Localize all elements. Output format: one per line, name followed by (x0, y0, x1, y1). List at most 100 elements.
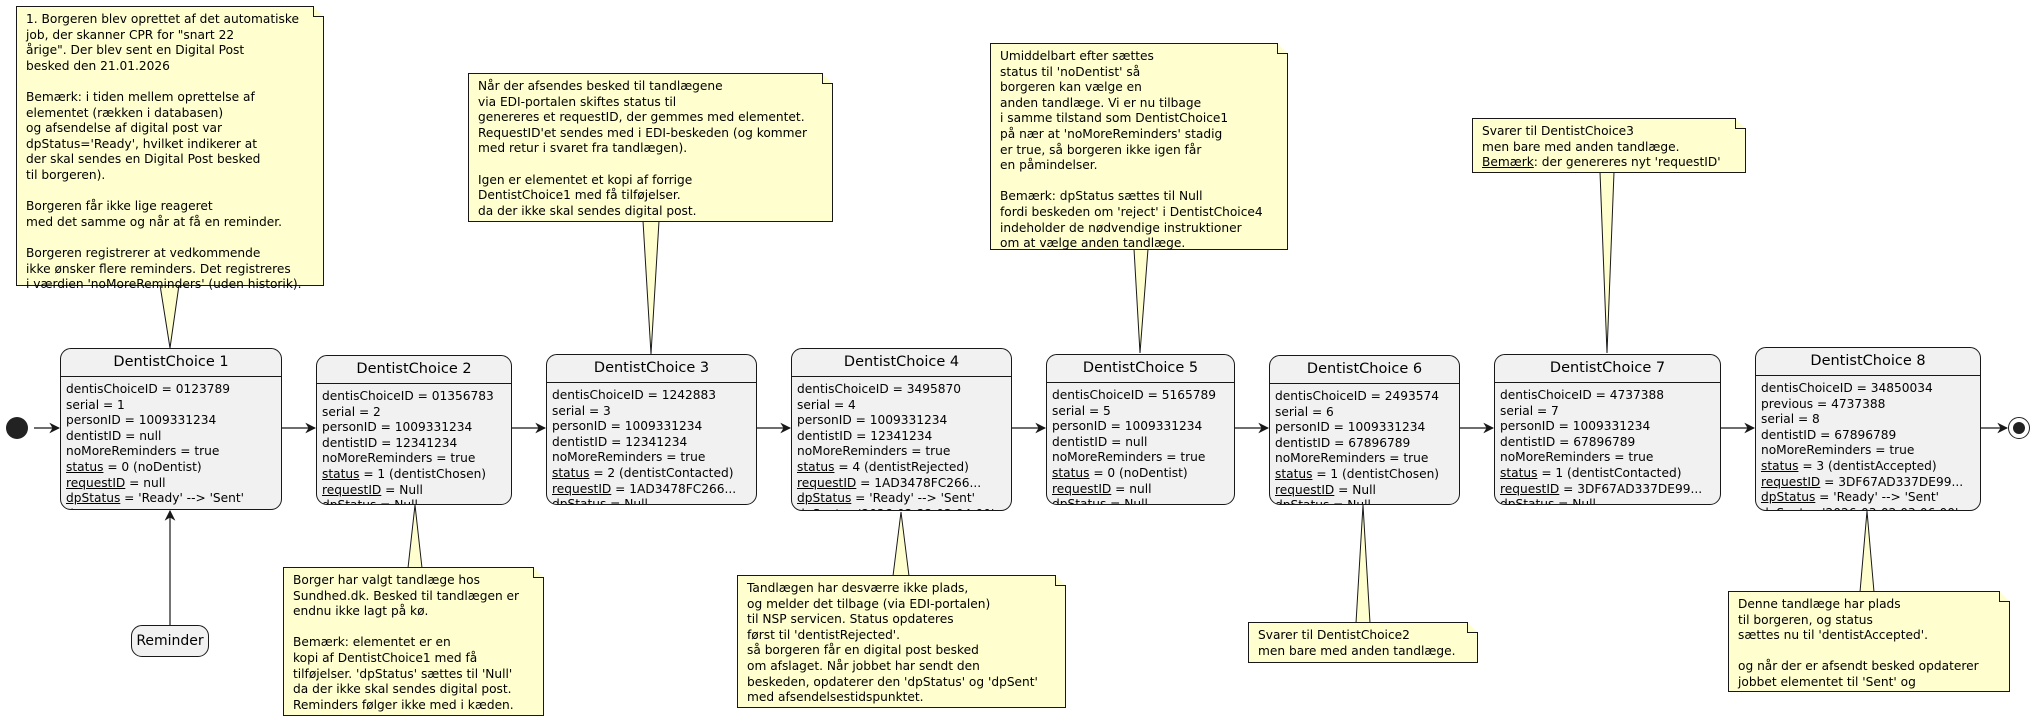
line-text: en påmindelser. (1000, 158, 1098, 173)
note-line (478, 157, 823, 173)
line-text: serial = 2 (322, 404, 381, 419)
note-line: genereres et requestID, der gemmes med e… (478, 110, 823, 126)
state-dentistchoice-6: DentistChoice 6 dentisChoiceID = 2493574… (1269, 355, 1460, 505)
underlined-key: status (552, 465, 590, 480)
line-text: Reminders følger ikke med i kæden. (293, 697, 514, 712)
state-attribute-line: status = 1 (dentistChosen) (1275, 467, 1454, 483)
line-text: RequestID'et sendes med i EDI-beskeden (… (478, 125, 808, 140)
line-text: dentistID = 12341234 (322, 435, 458, 450)
state-attribute-line: serial = 1 (66, 398, 276, 414)
note-line: med afsendelsestidspunktet. (747, 690, 1056, 706)
state-dentistchoice-2: DentistChoice 2 dentisChoiceID = 0135678… (316, 355, 512, 505)
underlined-key: requestID (322, 482, 382, 497)
line-text: personID = 1009331234 (797, 413, 948, 428)
note-connector-n1 (159, 284, 180, 349)
underlined-key: status (1052, 465, 1090, 480)
line-text: serial = 8 (1761, 412, 1820, 427)
line-text: = 4 (dentistRejected) (834, 459, 969, 474)
note-line: 1. Borgeren blev oprettet af det automat… (26, 12, 314, 28)
state-title: DentistChoice 7 (1495, 355, 1720, 383)
underlined-key: status (1275, 466, 1313, 481)
state-attribute-line: requestID = Null (322, 483, 506, 499)
note-line: elementet (rækken i databasen) (26, 106, 314, 122)
note-line: Igen er elementet et kopi af forrige (478, 173, 823, 189)
state-attribute-line: serial = 8 (1761, 412, 1975, 428)
line-text: = 3DF67AD337DE99... (1559, 481, 1703, 496)
state-attribute-line: noMoreReminders = true (1500, 450, 1715, 466)
note-line: fordi beskeden om 'reject' i DentistChoi… (1000, 205, 1278, 221)
note-dentistchoice-1: 1. Borgeren blev oprettet af det automat… (16, 6, 324, 291)
line-text: Bemærk: dpStatus sættes til Null (1000, 189, 1203, 204)
note-line: i samme tilstand som DentistChoice1 (1000, 111, 1278, 127)
state-title: DentistChoice 2 (317, 356, 511, 384)
state-attribute-line: status = 0 (noDentist) (66, 460, 276, 476)
state-attribute-line: status = 2 (dentistContacted) (552, 466, 751, 482)
state-attribute-line: serial = 4 (797, 398, 1006, 414)
underlined-key: dpStatus (1761, 490, 1816, 505)
note-line: Bemærk: elementet er en (293, 635, 534, 651)
line-text: dentistID = 67896789 (1275, 435, 1411, 450)
state-attribute-line: personID = 1009331234 (322, 420, 506, 436)
state-attribute-line: previous = 4737388 (1761, 397, 1975, 413)
line-text: på nær at 'noMoreReminders' stadig (1000, 126, 1223, 141)
note-line: om at vælge anden tandlæge. (1000, 236, 1278, 252)
line-text: dentistID = 67896789 (1761, 427, 1897, 442)
line-text: dentisChoiceID = 01356783 (322, 389, 494, 403)
line-text: = Null (381, 482, 423, 497)
note-line: der skal sendes en Digital Post besked (26, 152, 314, 168)
state-attribute-line: dentisChoiceID = 4737388 (1500, 388, 1715, 404)
line-text: ikke ønsker flere reminders. Det registr… (26, 261, 291, 276)
note-line: Bemærk: i tiden mellem oprettelse af (26, 90, 314, 106)
state-attribute-line: noMoreReminders = true (1052, 450, 1229, 466)
note-line: er true, så borgeren ikke igen får (1000, 143, 1278, 159)
state-title: DentistChoice 6 (1270, 356, 1459, 384)
state-title: DentistChoice 1 (61, 349, 281, 377)
line-text: dentisChoiceID = 2493574 (1275, 389, 1439, 403)
line-text: = '2026-03-02 03:06:00' (1804, 506, 1958, 510)
line-text: dentisChoiceID = 0123789 (66, 382, 230, 396)
line-text: status til 'noDentist' så (1000, 64, 1141, 79)
line-text: noMoreReminders = true (552, 450, 706, 465)
state-attribute-line: requestID = null (1052, 482, 1229, 498)
state-attribute-line: status = 3 (dentistAccepted) (1761, 459, 1975, 475)
reminder-state: Reminder (131, 625, 209, 657)
note-line: årige". Der blev sent en Digital Post (26, 43, 314, 59)
line-text: Borgeren får ikke lige reageret (26, 199, 213, 214)
line-text: noMoreReminders = true (1052, 450, 1206, 465)
line-text: noMoreReminders = true (1761, 443, 1915, 458)
note-line: Borgeren får ikke lige reageret (26, 199, 314, 215)
line-text: dentisChoiceID = 34850034 (1761, 381, 1933, 395)
line-text: = 'Ready' --> 'Sent' (1815, 490, 1940, 505)
line-text: Borgeren registrerer at vedkommende (26, 245, 261, 260)
line-text: noMoreReminders = true (1500, 450, 1654, 465)
line-text: = Null (1334, 482, 1376, 497)
note-line: jobbet elementet til 'Sent' og (1738, 675, 2000, 691)
line-text: dentistID = 12341234 (552, 434, 688, 449)
state-attribute-line: noMoreReminders = true (1275, 451, 1454, 467)
note-connector-n8 (1859, 510, 1875, 593)
state-attribute-line: requestID = 1AD3478FC266... (552, 482, 751, 498)
line-text: serial = 5 (1052, 403, 1111, 418)
note-line: sættes nu til 'dentistAccepted'. (1738, 628, 2000, 644)
underlined-key: requestID (1052, 481, 1112, 496)
note-line (1000, 174, 1278, 190)
line-text: noMoreReminders = true (1275, 451, 1429, 466)
underlined-key: requestID (66, 475, 126, 490)
line-text: = null (1111, 481, 1152, 496)
note-line: DentistChoice1 med få tilføjelser. (478, 188, 823, 204)
note-line: endnu ikke lagt på kø. (293, 604, 534, 620)
state-attribute-line: dentistID = 67896789 (1761, 428, 1975, 444)
note-line: via EDI-portalen skiftes status til (478, 95, 823, 111)
line-text: tilføjelser. 'dpStatus' sættes til 'Null… (293, 666, 513, 681)
line-text: borgeren kan vælge en (1000, 80, 1142, 95)
line-text: om afslaget. Når jobbet har sendt den (747, 658, 980, 673)
line-text: Når der afsendes besked til tandlægene (478, 79, 723, 93)
line-text: Sundhed.dk. Besked til tandlægen er (293, 588, 520, 603)
state-attributes: dentisChoiceID = 34850034 previous = 4737… (1756, 376, 1980, 510)
line-text: Tandlægen har desværre ikke plads, (747, 581, 969, 595)
note-line: Bemærk: der genereres nyt 'requestID' (1482, 155, 1736, 171)
